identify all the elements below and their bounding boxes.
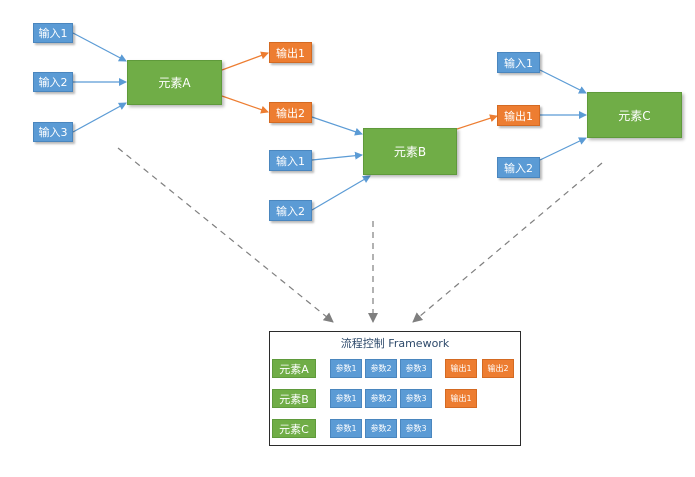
fw-c-param-2: 参数2 (365, 419, 397, 438)
connector-c-input1 (539, 69, 587, 94)
fw-a-param-3: 参数3 (400, 359, 432, 378)
c-output-1-input: 输出1 (497, 105, 540, 126)
c-input-1: 输入1 (497, 52, 540, 73)
connector-b-input2 (311, 175, 371, 211)
framework-title: 流程控制 Framework (340, 337, 450, 350)
fw-element-b: 元素B (272, 389, 316, 408)
fw-b-output-1: 输出1 (445, 389, 477, 408)
fw-c-param-1: 参数1 (330, 419, 362, 438)
guide-line-c (412, 162, 603, 323)
a-output-1: 输出1 (269, 42, 312, 63)
guide-line-a (117, 147, 334, 323)
connector-c-input2 (539, 137, 587, 161)
fw-a-param-2: 参数2 (365, 359, 397, 378)
connector-a-output1 (221, 51, 269, 71)
connector-b-input1 (311, 151, 363, 161)
fw-element-c: 元素C (272, 419, 316, 438)
a-input-3: 输入3 (33, 122, 73, 142)
b-input-2: 输入2 (269, 200, 312, 221)
element-c: 元素C (587, 92, 682, 138)
a-input-2: 输入2 (33, 72, 73, 92)
connector-a-input3 (72, 102, 127, 133)
connector-a-input1 (72, 32, 127, 62)
fw-c-param-3: 参数3 (400, 419, 432, 438)
fw-a-output-2: 输出2 (482, 359, 514, 378)
element-b: 元素B (363, 128, 457, 175)
connector-a-output2 (221, 95, 269, 114)
connector-b-from-output2 (311, 116, 363, 136)
b-input-1: 输入1 (269, 150, 312, 171)
fw-element-a: 元素A (272, 359, 316, 378)
fw-b-param-3: 参数3 (400, 389, 432, 408)
c-input-2: 输入2 (497, 157, 540, 178)
element-a: 元素A (127, 60, 222, 105)
fw-b-param-1: 参数1 (330, 389, 362, 408)
fw-a-output-1: 输出1 (445, 359, 477, 378)
connector-b-output (456, 114, 498, 130)
fw-a-param-1: 参数1 (330, 359, 362, 378)
a-input-1: 输入1 (33, 23, 73, 43)
a-output-2: 输出2 (269, 102, 312, 123)
fw-b-param-2: 参数2 (365, 389, 397, 408)
